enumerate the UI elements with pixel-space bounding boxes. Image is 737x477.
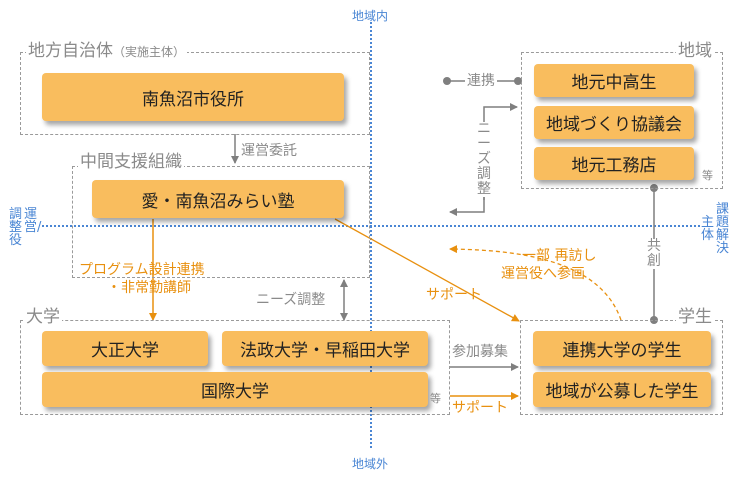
label-program-1: プログラム設計連携	[79, 262, 205, 278]
axis-bottom-label: 地域外	[352, 457, 389, 471]
label-revisit-1: 一部 再訪し	[522, 248, 597, 264]
axis-right-label-2: 主体	[701, 215, 715, 243]
box-students-1: 地域が公募した学生	[533, 372, 711, 407]
label-needs-horizontal: ニーズ調整	[256, 292, 326, 308]
group-students-label: 学生	[676, 307, 714, 327]
group-local-gov-label: 地方自治体（実施主体）	[26, 41, 188, 61]
region-etc: 等	[702, 169, 713, 182]
group-university	[20, 320, 450, 415]
group-region-label: 地域	[676, 41, 714, 61]
label-program-2: ・非常勤講師	[107, 280, 191, 296]
axis-left-label-1: 運営/	[24, 207, 42, 235]
axis-right-label-1: 課題解決	[716, 202, 730, 256]
group-students	[520, 320, 723, 415]
label-revisit-2: 運営役へ参画	[501, 266, 585, 282]
box-university-0: 大正大学	[42, 331, 208, 366]
box-university-2: 国際大学	[42, 372, 428, 407]
group-intermediary-label: 中間支援組織	[78, 152, 184, 172]
box-region-0: 地元中高生	[534, 64, 694, 97]
label-support-diagonal: サポート	[426, 287, 482, 303]
box-minamiuonuma-city: 南魚沼市役所	[42, 73, 344, 121]
box-region-1: 地域づくり協議会	[534, 106, 694, 139]
axis-top-label: 地域内	[352, 9, 389, 23]
box-university-1: 法政大学・早稲田大学	[222, 331, 428, 366]
label-kyousou: 共創	[647, 238, 661, 269]
university-etc: 等	[430, 392, 441, 405]
group-intermediary	[72, 166, 370, 278]
group-university-label: 大学	[24, 307, 62, 327]
revisit-curve	[449, 245, 622, 321]
label-needs-vertical: ニーズ調整	[477, 121, 491, 197]
label-renkei: 連携	[465, 73, 497, 89]
label-unei-itaku: 運営委託	[241, 143, 297, 159]
box-students-0: 連携大学の学生	[533, 331, 711, 366]
box-region-2: 地元工務店	[534, 147, 694, 180]
axis-left-label-2: 調整役	[9, 207, 23, 248]
label-support-bottom: サポート	[452, 400, 508, 416]
label-sanka-boshu: 参加募集	[452, 344, 508, 360]
group-local-gov	[20, 52, 370, 135]
group-region	[521, 52, 723, 189]
box-mirai-juku: 愛・南魚沼みらい塾	[92, 180, 344, 218]
support-diagonal-arrow	[334, 218, 520, 322]
